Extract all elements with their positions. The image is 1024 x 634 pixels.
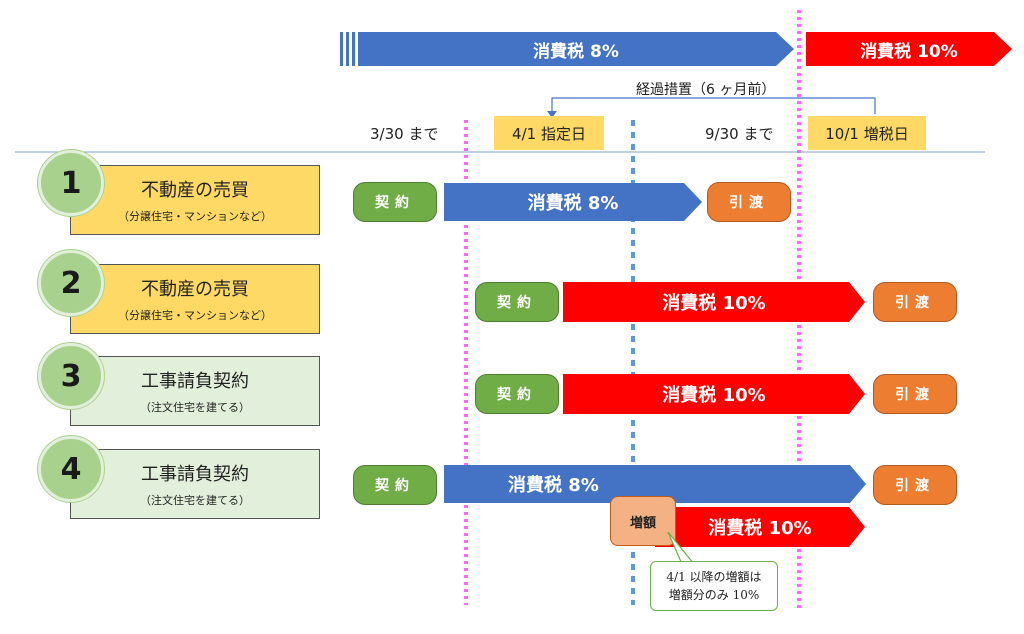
row2-contract: 契約 [475, 282, 559, 322]
row3-subtitle: （注文住宅を建てる） [140, 401, 250, 414]
row2-tax-arrow: 消費税 10% [563, 282, 865, 322]
date-930: 9/30 まで [705, 125, 774, 143]
callout-line1: 4/1 以降の増額は [666, 570, 762, 584]
row4-title: 工事請負契約 [141, 464, 249, 485]
row3-number-badge: 3 [38, 343, 104, 409]
increase-badge: 増額 [610, 496, 676, 546]
row1-tax-arrow: 消費税 8% [444, 183, 702, 221]
row2-label-box: 不動産の売買 （分譲住宅・マンションなど） [70, 264, 320, 334]
row3-label-box: 工事請負契約 （注文住宅を建てる） [70, 356, 320, 426]
row4-subtitle: （注文住宅を建てる） [140, 494, 250, 507]
date-101: 10/1 増税日 [808, 116, 926, 150]
row1-delivery: 引渡 [707, 182, 791, 222]
row3-title: 工事請負契約 [141, 371, 249, 392]
header-tax10-label: 消費税 10% [860, 41, 958, 62]
callout-line2: 増額分のみ 10% [668, 588, 760, 602]
row2-delivery: 引渡 [873, 282, 957, 322]
row4-increase-arrow: 消費税 10% [655, 507, 865, 547]
row4-number-badge: 4 [38, 436, 104, 502]
row3-delivery: 引渡 [873, 374, 957, 414]
row4-contract: 契約 [353, 465, 437, 505]
header-tax8-arrow: 消費税 8% [358, 32, 794, 66]
transition-bracket [551, 97, 876, 114]
row4-delivery: 引渡 [873, 465, 957, 505]
row1-subtitle: （分譲住宅・マンションなど） [118, 210, 272, 223]
row4-increase-label: 消費税 10% [708, 518, 812, 539]
row1-title: 不動産の売買 [141, 180, 249, 201]
row3-tax-label: 消費税 10% [662, 385, 766, 406]
row1-contract: 契約 [353, 182, 437, 222]
header-tax10-arrow: 消費税 10% [806, 32, 1012, 66]
date-41: 4/1 指定日 [494, 116, 604, 150]
row3-contract: 契約 [475, 374, 559, 414]
header-stripes [340, 32, 356, 66]
date-330: 3/30 まで [370, 125, 439, 143]
header-tax8-label: 消費税 8% [533, 41, 619, 62]
row3-tax-arrow: 消費税 10% [563, 374, 865, 414]
row1-number-badge: 1 [38, 150, 104, 216]
row2-subtitle: （分譲住宅・マンションなど） [118, 309, 272, 322]
row2-tax-label: 消費税 10% [662, 293, 766, 314]
row2-number-badge: 2 [38, 250, 104, 316]
transition-arrow-head [547, 111, 557, 118]
row4-tax-label: 消費税 8% [508, 475, 599, 496]
transition-label: 経過措置（6 ヶ月前） [636, 82, 776, 98]
row1-tax-label: 消費税 8% [527, 193, 619, 214]
row1-label-box: 不動産の売買 （分譲住宅・マンションなど） [70, 165, 320, 235]
callout-box: 4/1 以降の増額は 増額分のみ 10% [650, 561, 778, 611]
row2-title: 不動産の売買 [141, 279, 249, 300]
row4-label-box: 工事請負契約 （注文住宅を建てる） [70, 449, 320, 519]
